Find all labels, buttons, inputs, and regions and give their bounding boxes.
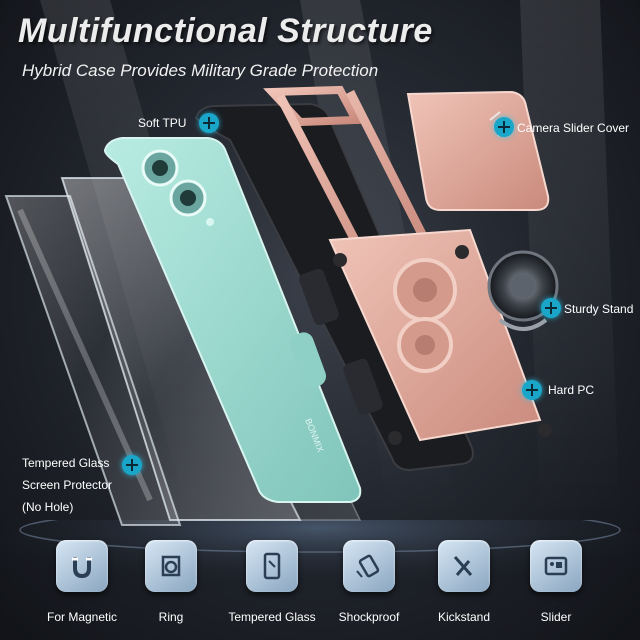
feature-magnetic: For Magnetic xyxy=(34,540,130,624)
feature-label: Slider xyxy=(540,610,572,624)
callout-tempered-glass-line-3: (No Hole) xyxy=(22,500,74,514)
callout-tempered-glass-line-1: Tempered Glass xyxy=(22,456,110,470)
page-subtitle: Hybrid Case Provides Military Grade Prot… xyxy=(22,61,379,80)
feature-slider: Slider xyxy=(508,540,604,624)
feature-kickstand: Kickstand xyxy=(416,540,512,624)
plus-marker-hard-pc xyxy=(522,380,542,400)
feature-tempered-glass: Tempered Glass xyxy=(224,540,320,624)
plus-marker-sturdy-stand xyxy=(541,298,561,318)
tempered-glass-icon xyxy=(246,540,298,592)
mint-phone: BONMIX xyxy=(103,137,362,503)
callout-soft-tpu: Soft TPU xyxy=(138,116,187,130)
plus-marker-soft-tpu xyxy=(199,113,219,133)
ring-icon xyxy=(145,540,197,592)
ring-stand xyxy=(487,250,559,331)
magnet-icon xyxy=(56,540,108,592)
callout-sturdy-stand: Sturdy Stand xyxy=(564,302,634,316)
feature-shockproof: Shockproof xyxy=(321,540,417,624)
feature-label: Tempered Glass xyxy=(228,610,316,624)
callout-tempered-glass: Tempered Glass Screen Protector (No Hole… xyxy=(22,452,112,518)
plus-marker-tempered-glass xyxy=(122,455,142,475)
callout-tempered-glass-line-2: Screen Protector xyxy=(22,478,113,492)
feature-ring: Ring xyxy=(123,540,219,624)
slider-icon xyxy=(530,540,582,592)
rose-gold-pc-frame xyxy=(263,85,552,445)
feature-label: For Magnetic xyxy=(46,610,118,624)
shockproof-icon xyxy=(343,540,395,592)
page-title: Multifunctional Structure xyxy=(18,12,433,50)
plus-marker-camera-slider xyxy=(494,117,514,137)
kickstand-icon xyxy=(438,540,490,592)
feature-label: Ring xyxy=(158,610,184,624)
feature-row: For Magnetic Ring Tempered Glass Shockpr… xyxy=(0,540,640,640)
callout-hard-pc: Hard PC xyxy=(548,383,595,397)
camera-slider-cover xyxy=(406,90,550,211)
product-exploded-view: BONMIX xyxy=(4,85,559,526)
callout-camera-slider-cover: Camera Slider Cover xyxy=(517,121,630,135)
feature-label: Kickstand xyxy=(437,610,491,624)
feature-label: Shockproof xyxy=(338,610,400,624)
